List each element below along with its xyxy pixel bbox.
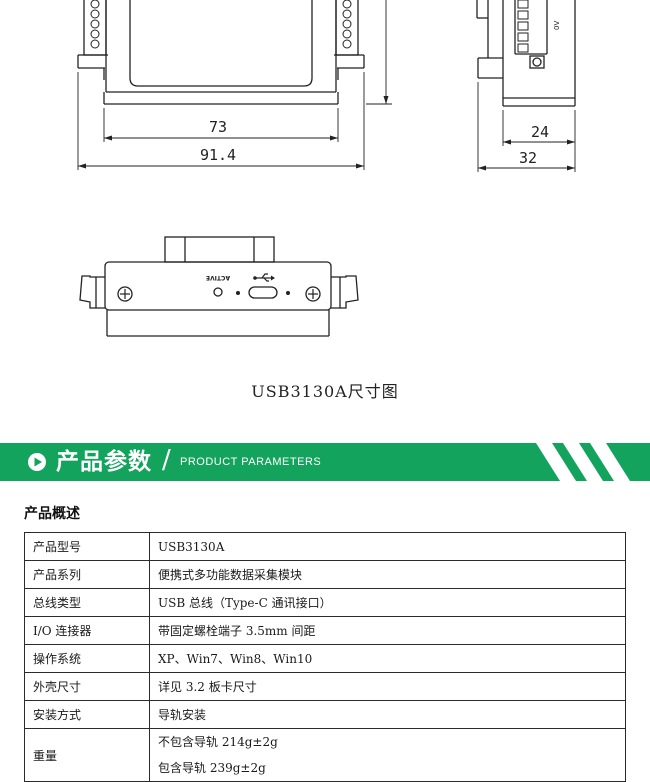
param-value: USB 总线（Type-C 通讯接口）: [149, 588, 626, 617]
banner-stripes: [536, 443, 630, 481]
param-value-line: 不包含导轨 214g±2g: [158, 735, 278, 749]
param-key: 重量: [24, 728, 150, 782]
table-row: 重量 不包含导轨 214g±2g 包含导轨 239g±2g: [24, 728, 626, 782]
param-value: 便携式多功能数据采集模块: [149, 560, 626, 589]
param-key: 安装方式: [24, 700, 150, 729]
param-key: 外壳尺寸: [24, 672, 150, 701]
param-key: 操作系统: [24, 644, 150, 673]
table-row: 安装方式 导轨安装: [24, 700, 626, 729]
param-key: 总线类型: [24, 588, 150, 617]
param-key: 产品型号: [24, 532, 150, 561]
table-row: 总线类型 USB 总线（Type-C 通讯接口）: [24, 588, 626, 617]
play-circle-icon: [28, 453, 46, 471]
dimension-drawing: 73 91.4 0V 24 32: [77, 0, 576, 337]
param-value: USB3130A: [149, 532, 626, 561]
table-row: 外壳尺寸 详见 3.2 板卡尺寸: [24, 672, 626, 701]
param-value: 导轨安装: [149, 700, 626, 729]
param-key: I/O 连接器: [24, 616, 150, 645]
active-led-label: ACTIVE: [206, 274, 230, 281]
dim-side-outer: 32: [519, 149, 537, 167]
dim-outer-width: 91.4: [200, 146, 236, 164]
section-banner: 产品参数 / PRODUCT PARAMETERS: [0, 443, 650, 481]
table-row: 操作系统 XP、Win7、Win8、Win10: [24, 644, 626, 673]
banner-slash: /: [162, 445, 171, 475]
param-value: 带固定螺栓端子 3.5mm 间距: [149, 616, 626, 645]
param-value: 详见 3.2 板卡尺寸: [149, 672, 626, 701]
param-key: 产品系列: [24, 560, 150, 589]
param-value-line: 包含导轨 239g±2g: [158, 761, 266, 775]
usb-icon: [255, 273, 271, 282]
dim-inner-width: 73: [209, 118, 227, 136]
params-table: 产品型号 USB3130A 产品系列 便携式多功能数据采集模块 总线类型 USB…: [24, 532, 626, 782]
drawing-caption: USB3130A尺寸图: [251, 382, 399, 401]
table-row: 产品型号 USB3130A: [24, 532, 626, 561]
table-row: I/O 连接器 带固定螺栓端子 3.5mm 间距: [24, 616, 626, 645]
param-value: 不包含导轨 214g±2g 包含导轨 239g±2g: [149, 728, 626, 782]
banner-title: 产品参数: [56, 449, 152, 475]
dim-side-inner: 24: [531, 123, 549, 141]
side-label: 0V: [553, 21, 561, 30]
param-value: XP、Win7、Win8、Win10: [149, 644, 626, 673]
table-row: 产品系列 便携式多功能数据采集模块: [24, 560, 626, 589]
section-heading: 产品概述: [24, 506, 80, 522]
banner-subtitle: PRODUCT PARAMETERS: [180, 456, 322, 468]
